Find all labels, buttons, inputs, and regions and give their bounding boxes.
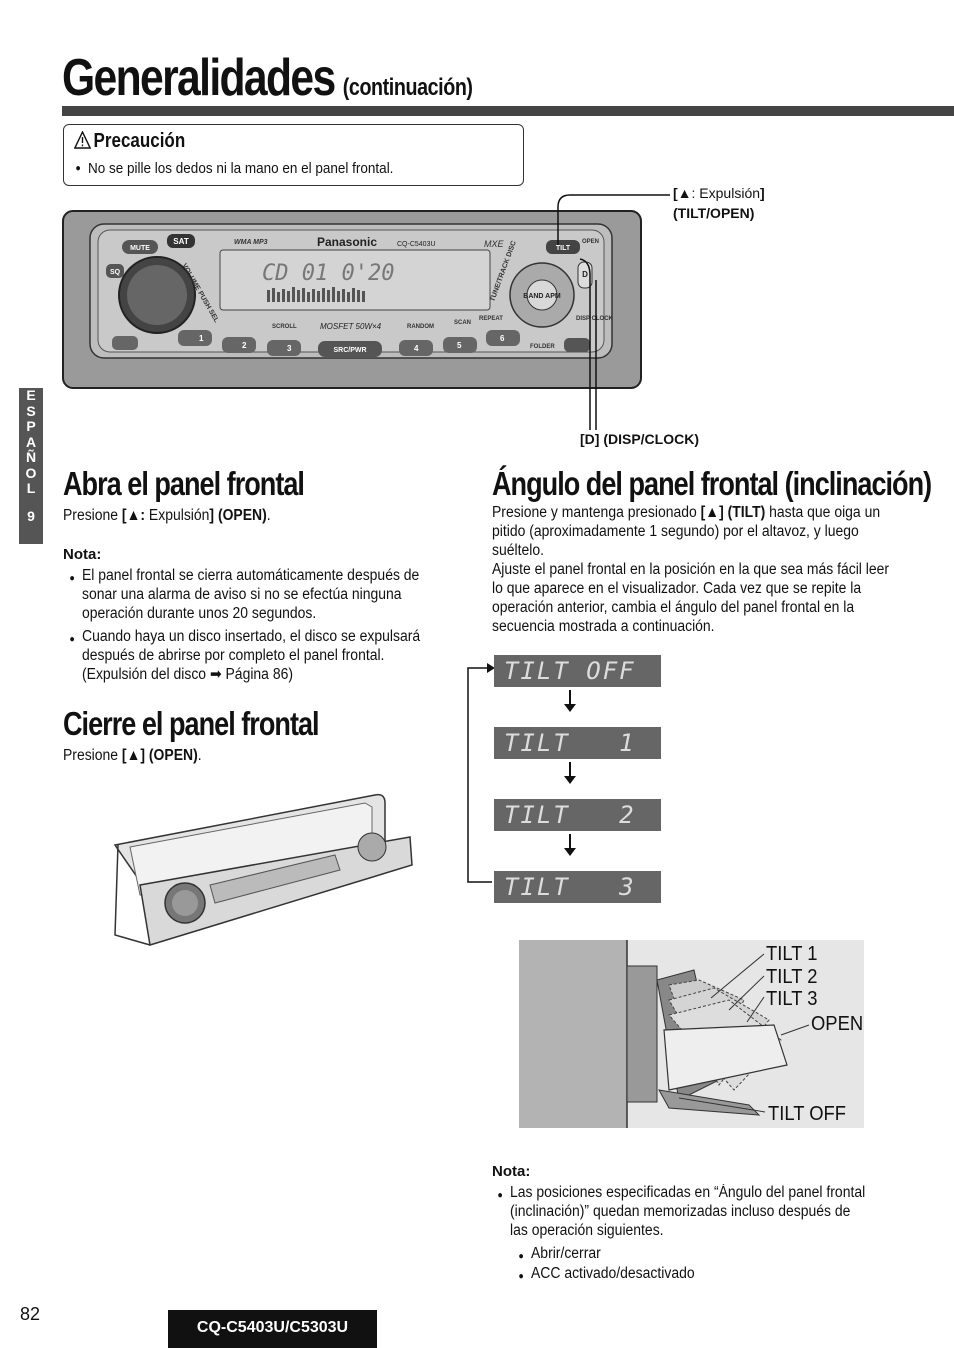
- tilt-loop-arrow: [467, 663, 495, 883]
- sat-logo: [167, 234, 195, 248]
- tilt-paragraph-1: Presione y mantenga presionado [▲] (TILT…: [492, 504, 881, 559]
- tilt-open-callout: (TILT/OPEN): [673, 205, 755, 221]
- svg-text:2: 2: [242, 341, 247, 350]
- open-section-title: Abra el panel frontal: [63, 465, 305, 502]
- diagram-label-open: OPEN: [811, 1013, 863, 1035]
- page-subtitle: (continuación): [342, 74, 473, 101]
- mxe-logo: MXE: [484, 239, 505, 249]
- eject-callout: [▲: Expulsión]: [673, 185, 765, 201]
- open-note-1: El panel frontal se cierra automáticamen…: [69, 566, 447, 623]
- svg-text:SAT: SAT: [173, 237, 189, 246]
- tilt-section-title: Ángulo del panel frontal (inclinación): [492, 465, 932, 502]
- mosfet-label: MOSFET 50W×4: [320, 322, 382, 331]
- brand-logo: Panasonic: [317, 235, 377, 249]
- tilt-angle-diagram: TILT 1 TILT 2 TILT 3 OPEN TILT OFF: [519, 940, 864, 1128]
- side-tab-number: 9: [27, 507, 35, 524]
- sequence-arrow-2: [569, 762, 571, 776]
- sequence-arrow-head-1: [564, 704, 576, 712]
- disp-clock-label: DISP CLOCK: [576, 316, 614, 322]
- preset-buttons: 1 2 3 SRC/PWR 4 5 6: [178, 330, 520, 357]
- sequence-arrow-3: [569, 834, 571, 848]
- svg-text:4: 4: [414, 344, 419, 353]
- tilt-button[interactable]: [546, 240, 580, 254]
- diagram-label-tilt1: TILT 1: [766, 943, 817, 965]
- diagram-label-tilt2: TILT 2: [766, 966, 817, 988]
- svg-text:3: 3: [287, 344, 292, 353]
- warning-icon: [73, 130, 92, 149]
- svg-text:5: 5: [457, 341, 462, 350]
- display-eq-bars: [267, 287, 365, 302]
- tilt-sub-note-2: ACC activado/desactivado: [518, 1264, 694, 1286]
- preset-button-1[interactable]: [178, 330, 212, 346]
- preset-button-4[interactable]: [399, 340, 433, 356]
- preset-button-5[interactable]: [443, 337, 477, 353]
- tilt-paragraph-2: Ajuste el panel frontal en la posición e…: [492, 561, 890, 635]
- head-unit-illustration: CD 01 0'20 VOLUME PUSH SEL BAND APM TUNE…: [62, 210, 642, 389]
- tilt-sub-note-1: Abrir/cerrar: [518, 1244, 600, 1266]
- open-label: OPEN: [582, 239, 599, 245]
- page-number: 82: [20, 1304, 41, 1324]
- eject-button[interactable]: [564, 338, 590, 352]
- left-small-button[interactable]: [112, 336, 138, 350]
- language-side-tab: E S P A Ñ O L 9: [19, 387, 43, 544]
- open-nota-label: Nota:: [63, 546, 102, 563]
- close-section-instruction: Presione [▲] (OPEN).: [63, 747, 202, 764]
- footer-model-badge: CQ-C5403U/C5303U: [168, 1310, 377, 1348]
- svg-text:TILT: TILT: [556, 245, 571, 252]
- callout-lines: [557, 194, 670, 430]
- tilt-note: Las posiciones especificadas en “Ángulo …: [497, 1183, 866, 1240]
- svg-text:1: 1: [199, 334, 204, 343]
- tilt-display-2: TILT 2: [494, 799, 661, 831]
- model-label: CQ-C5403U: [397, 241, 436, 248]
- svg-text:6: 6: [500, 334, 505, 343]
- eject-symbol-icon: ▲: [677, 185, 692, 201]
- caution-box: [63, 124, 524, 186]
- scroll-label: SCROLL: [272, 324, 297, 330]
- mute-button[interactable]: [122, 240, 158, 254]
- caution-title: Precaución: [73, 130, 185, 153]
- src-pwr-button[interactable]: [318, 341, 382, 357]
- diagram-label-tilt-off: TILT OFF: [768, 1103, 846, 1125]
- folder-label: FOLDER: [530, 344, 555, 350]
- preset-button-2[interactable]: [222, 337, 256, 353]
- sq-button[interactable]: [106, 264, 124, 278]
- preset-button-6[interactable]: [486, 330, 520, 346]
- svg-text:SQ: SQ: [110, 269, 121, 276]
- svg-text:D: D: [582, 270, 588, 279]
- open-section-instruction: Presione [▲: Expulsión] (OPEN).: [63, 507, 271, 524]
- title-rule: [62, 106, 954, 116]
- close-section-title: Cierre el panel frontal: [63, 705, 320, 742]
- random-label: RANDOM: [407, 324, 434, 330]
- repeat-label: REPEAT: [479, 316, 503, 322]
- band-button[interactable]: [526, 279, 558, 311]
- preset-button-3[interactable]: [267, 340, 301, 356]
- svg-text:SRC/PWR: SRC/PWR: [333, 347, 366, 354]
- sequence-arrow-head-2: [564, 776, 576, 784]
- open-panel-illustration: [113, 793, 413, 946]
- diagram-label-tilt3: TILT 3: [766, 988, 817, 1010]
- unit-display-text: CD 01 0'20: [262, 261, 394, 286]
- band-label: BAND APM: [523, 293, 561, 300]
- open-note-2: Cuando haya un disco insertado, el disco…: [69, 627, 447, 684]
- scan-label: SCAN: [454, 320, 471, 326]
- disp-clock-callout: [D] (DISP/CLOCK): [580, 431, 699, 447]
- tilt-display-off: TILT OFF: [494, 655, 661, 687]
- tilt-display-1: TILT 1: [494, 727, 661, 759]
- svg-text:MUTE: MUTE: [130, 245, 150, 252]
- sequence-arrow-1: [569, 690, 571, 704]
- tilt-display-3: TILT 3: [494, 871, 661, 903]
- caution-text: No se pille los dedos ni la mano en el p…: [75, 160, 393, 177]
- sequence-arrow-head-3: [564, 848, 576, 856]
- page-title: Generalidades(continuación): [62, 49, 473, 107]
- tilt-nota-label: Nota:: [492, 1163, 531, 1180]
- wma-logo: WMA MP3: [234, 239, 268, 246]
